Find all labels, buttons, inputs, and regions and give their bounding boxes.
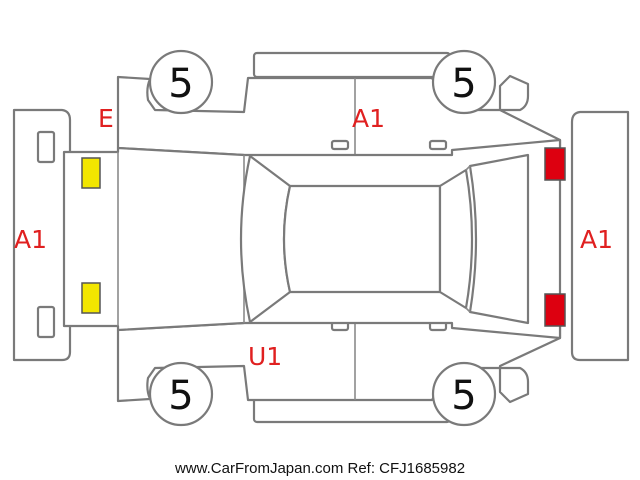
tire-tread-value: 5: [451, 61, 476, 107]
rear-bumper: [570, 110, 630, 362]
rear-lamp-upper: [544, 147, 566, 181]
front-bumper: [12, 108, 72, 362]
damage-code-right-side-doors: A1: [352, 104, 385, 133]
tire-front-right: 5: [148, 49, 214, 115]
tire-front-left: 5: [148, 361, 214, 427]
rear-lamp-lower: [544, 293, 566, 327]
tire-tread-value: 5: [168, 373, 193, 419]
damage-code-right-front: E: [98, 104, 114, 133]
tire-tread-value: 5: [168, 61, 193, 107]
top-roof-strip: [252, 51, 452, 79]
tire-rear-left: 5: [431, 361, 497, 427]
damage-code-rear-bumper: A1: [580, 225, 613, 254]
tire-rear-right: 5: [431, 49, 497, 115]
tire-tread-value: 5: [451, 373, 476, 419]
footer-reference: www.CarFromJapan.com Ref: CFJ1685982: [174, 460, 465, 477]
damage-code-front-bumper: A1: [14, 225, 47, 254]
bottom-roof-strip: [252, 396, 452, 424]
front-lamp-upper: [81, 157, 101, 189]
car-top-view: [62, 138, 562, 340]
damage-code-left-side-doors: U1: [248, 342, 282, 371]
front-lamp-lower: [81, 282, 101, 314]
